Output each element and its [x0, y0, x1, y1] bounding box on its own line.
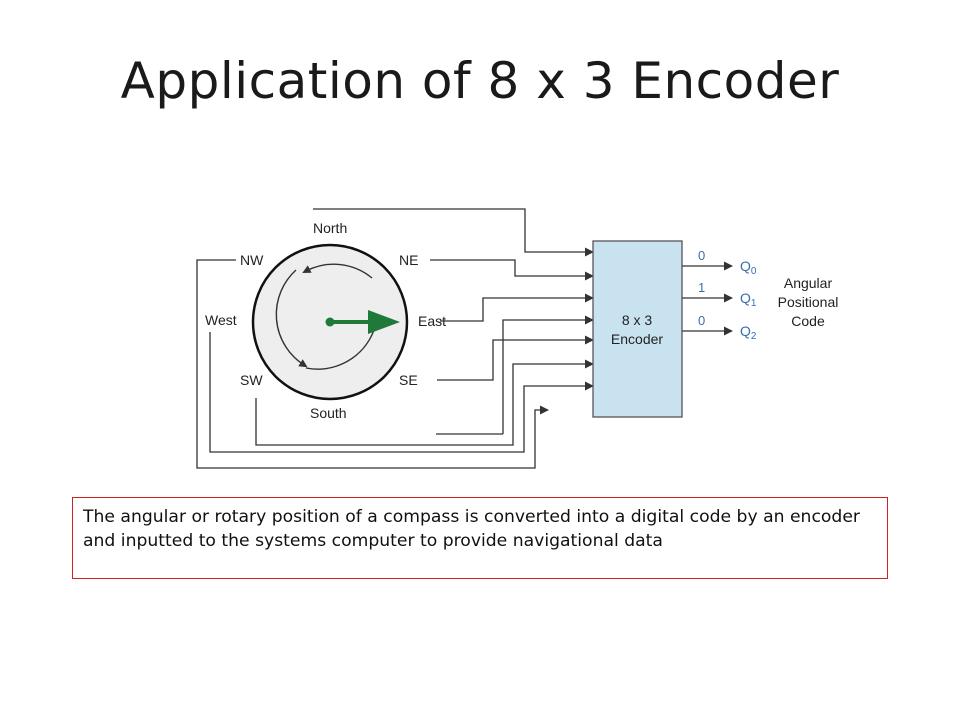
- compass-needle-head: [368, 310, 400, 334]
- compass-label-west: West: [205, 312, 237, 328]
- output-label-q1-main: Q: [740, 290, 751, 306]
- compass-label-nw: NW: [240, 252, 264, 268]
- encoder-block: [592, 240, 683, 418]
- input-wire-sw: [255, 359, 594, 446]
- output-label-q1-sub: 1: [751, 298, 757, 309]
- slide-title: Application of 8 x 3 Encoder: [120, 52, 840, 110]
- output-bit-q1: 1: [698, 280, 705, 295]
- encoder-label-line2: Encoder: [611, 331, 663, 347]
- output-caption-line3: Code: [791, 313, 825, 329]
- input-wire-west: [196, 259, 549, 469]
- compass-pivot: [325, 317, 335, 327]
- output-bit-q2: 0: [698, 313, 705, 328]
- input-wire-south: [209, 332, 594, 453]
- output-label-q2-main: Q: [740, 323, 751, 339]
- compass-label-east: East: [418, 313, 446, 329]
- rotation-arc: [302, 263, 373, 279]
- input-wire-se: [437, 335, 594, 381]
- output-caption-line2: Positional: [778, 294, 839, 310]
- input-wire-east: [459, 293, 594, 322]
- compass-label-se: SE: [399, 372, 418, 388]
- output-bit-q0: 0: [698, 248, 705, 263]
- compass-label-ne: NE: [399, 252, 418, 268]
- caption-text: The angular or rotary position of a comp…: [83, 507, 860, 551]
- output-label-q2-sub: 2: [751, 331, 757, 342]
- rotation-arc: [275, 269, 308, 368]
- output-caption-line1: Angular: [784, 275, 833, 291]
- input-wire-north: [313, 208, 594, 257]
- output-label-q0: Q0: [740, 258, 757, 277]
- output-label-q2: Q2: [740, 323, 757, 342]
- input-wire-centre: [502, 315, 594, 434]
- compass-label-north: North: [313, 220, 347, 236]
- output-label-q0-main: Q: [740, 258, 751, 274]
- caption-box: The angular or rotary position of a comp…: [72, 497, 888, 579]
- input-wire-ne: [430, 259, 594, 281]
- output-label-q1: Q1: [740, 290, 757, 309]
- encoder-label-line1: 8 x 3: [622, 312, 653, 328]
- output-label-q0-sub: 0: [751, 266, 757, 277]
- compass-label-south: South: [310, 405, 347, 421]
- compass-label-sw: SW: [240, 372, 263, 388]
- rotation-arc: [305, 329, 375, 370]
